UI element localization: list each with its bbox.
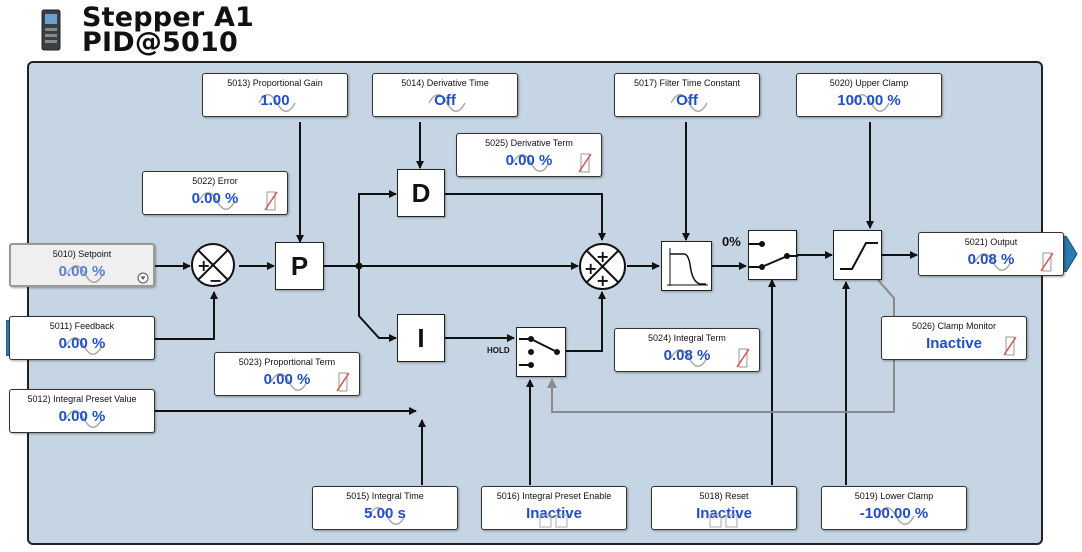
dropdown-icon[interactable]: [137, 272, 149, 284]
param-value: 0.00 %: [58, 335, 106, 352]
param-label: 5020) Upper Clamp: [829, 78, 909, 88]
upper-clamp-param[interactable]: 5020) Upper Clamp 100.00 %: [796, 73, 942, 117]
svg-text:−: −: [209, 271, 222, 287]
integral-preset-enable-param[interactable]: 5016) Integral Preset Enable Inactive: [481, 486, 627, 530]
param-value: Inactive: [926, 335, 982, 352]
integral-block: I: [397, 314, 445, 362]
param-label: 5022) Error: [192, 176, 238, 186]
param-label: 5012) Integral Preset Value: [27, 394, 137, 404]
filter-time-constant-param[interactable]: 5017) Filter Time Constant Off: [614, 73, 760, 117]
param-value: 0.08 %: [663, 347, 711, 364]
derivative-term-param[interactable]: 5025) Derivative Term 0.00 %: [456, 133, 602, 177]
output-summing-junction: + + +: [579, 243, 626, 290]
monitor-disabled-icon: [736, 348, 750, 368]
param-value: 1.00: [260, 92, 290, 109]
proportional-term-param[interactable]: 5023) Proportional Term 0.00 %: [214, 352, 360, 396]
svg-text:+: +: [596, 271, 609, 290]
param-value: 5.00 s: [364, 505, 406, 522]
clamp-monitor-param[interactable]: 5026) Clamp Monitor Inactive: [881, 316, 1027, 360]
device-title: Stepper A1: [82, 2, 255, 33]
param-label: 5013) Proportional Gain: [227, 78, 323, 88]
reset-switch: [748, 230, 798, 280]
param-label: 5025) Derivative Term: [485, 138, 573, 148]
integral-hold-switch: [516, 327, 566, 377]
monitor-disabled-icon: [1003, 336, 1017, 356]
param-value: Off: [676, 92, 698, 109]
param-label: 5011) Feedback: [49, 321, 115, 331]
param-value: 100.00 %: [837, 92, 901, 109]
param-value: 0.00 %: [263, 371, 311, 388]
param-value: -100.00 %: [859, 505, 929, 522]
svg-text:+: +: [197, 256, 210, 275]
param-value: 0.00 %: [505, 152, 553, 169]
setpoint-param[interactable]: 5010) Setpoint 0.00 %: [9, 243, 155, 287]
param-label: 5015) Integral Time: [346, 491, 424, 501]
proportional-block: P: [275, 242, 324, 290]
param-value: 0.08 %: [967, 251, 1015, 268]
switch-icon: [519, 336, 560, 368]
param-label: 5023) Proportional Term: [238, 357, 336, 367]
feedback-param[interactable]: 5011) Feedback 0.00 %: [9, 316, 155, 360]
derivative-block: D: [397, 169, 445, 217]
param-value: 0.00 %: [58, 408, 106, 425]
param-label: 5018) Reset: [699, 491, 749, 501]
svg-text:+: +: [596, 247, 609, 266]
integral-term-param[interactable]: 5024) Integral Term 0.08 %: [614, 328, 760, 372]
error-summing-junction: + −: [191, 243, 235, 287]
monitor-disabled-icon: [336, 372, 350, 392]
zero-percent-label: 0%: [722, 234, 741, 249]
device-icon: [41, 9, 61, 51]
error-param[interactable]: 5022) Error 0.00 %: [142, 171, 288, 215]
param-value: 0.00 %: [191, 190, 239, 207]
integral-time-param[interactable]: 5015) Integral Time 5.00 s: [312, 486, 458, 530]
monitor-disabled-icon: [1040, 252, 1054, 272]
monitor-disabled-icon: [578, 153, 592, 173]
derivative-time-param[interactable]: 5014) Derivative Time Off: [372, 73, 518, 117]
clamp-icon: [840, 242, 878, 270]
proportional-gain-param[interactable]: 5013) Proportional Gain 1.00: [202, 73, 348, 117]
derivative-block-label: D: [411, 177, 431, 208]
monitor-disabled-icon: [264, 191, 278, 211]
param-label: 5016) Integral Preset Enable: [496, 491, 612, 501]
output-param[interactable]: 5021) Output 0.08 %: [918, 232, 1064, 276]
boolean-indicator-icon: [539, 514, 568, 528]
boolean-indicator-icon: [709, 514, 738, 528]
param-label: 5017) Filter Time Constant: [633, 78, 741, 88]
switch-icon: [749, 241, 798, 270]
filter-block: [661, 241, 712, 291]
param-label: 5014) Derivative Time: [401, 78, 489, 88]
param-label: 5026) Clamp Monitor: [911, 321, 997, 331]
block-title: PID@5010: [82, 27, 238, 58]
lowpass-filter-icon: [667, 248, 708, 286]
integral-preset-value-param[interactable]: 5012) Integral Preset Value 0.00 %: [9, 389, 155, 433]
param-label: 5019) Lower Clamp: [854, 491, 934, 501]
reset-param[interactable]: 5018) Reset Inactive: [651, 486, 797, 530]
param-value: 0.00 %: [58, 263, 106, 280]
svg-text:+: +: [584, 259, 597, 278]
integral-block-label: I: [417, 322, 425, 353]
lower-clamp-param[interactable]: 5019) Lower Clamp -100.00 %: [821, 486, 967, 530]
clamp-block: [833, 230, 882, 280]
param-value: Off: [434, 92, 456, 109]
proportional-block-label: P: [290, 250, 309, 281]
hold-label: HOLD: [487, 346, 510, 355]
param-label: 5021) Output: [964, 237, 1018, 247]
param-label: 5024) Integral Term: [648, 333, 726, 343]
param-label: 5010) Setpoint: [52, 249, 112, 259]
